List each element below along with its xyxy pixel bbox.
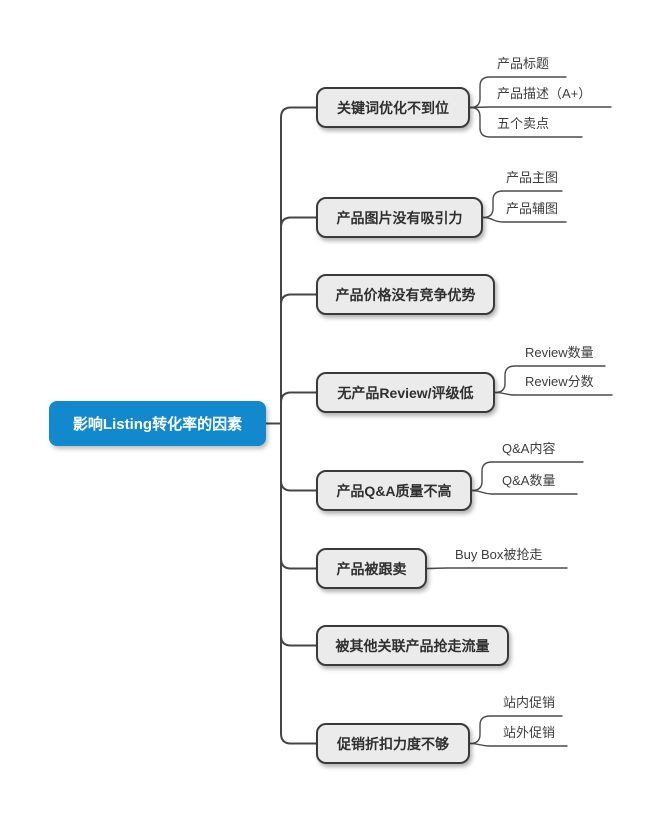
leaf-buybox-lost[interactable]: Buy Box被抢走 <box>455 547 543 562</box>
leaf-qa-count[interactable]: Q&A数量 <box>502 473 556 488</box>
leaf-five-bullet-points[interactable]: 五个卖点 <box>497 116 550 131</box>
branch-hijacked-listing[interactable]: 产品被跟卖 <box>316 548 427 589</box>
branch-qa-quality[interactable]: 产品Q&A质量不高 <box>316 470 472 511</box>
leaf-product-description-aplus[interactable]: 产品描述（A+） <box>497 86 592 101</box>
root-topic-listing-conversion-factors[interactable]: 影响Listing转化率的因素 <box>49 401 266 446</box>
leaf-secondary-images[interactable]: 产品辅图 <box>506 201 559 216</box>
branch-price-competitiveness[interactable]: 产品价格没有竞争优势 <box>316 274 495 315</box>
leaf-offsite-promotion[interactable]: 站外促销 <box>503 725 556 740</box>
branch-review-rating[interactable]: 无产品Review/评级低 <box>316 372 495 413</box>
leaf-product-title[interactable]: 产品标题 <box>497 56 550 71</box>
leaf-review-count[interactable]: Review数量 <box>525 345 594 360</box>
branch-related-products-traffic[interactable]: 被其他关联产品抢走流量 <box>316 625 509 666</box>
branch-product-images[interactable]: 产品图片没有吸引力 <box>316 197 483 238</box>
leaf-onsite-promotion[interactable]: 站内促销 <box>503 695 556 710</box>
leaf-main-image[interactable]: 产品主图 <box>506 170 559 185</box>
branch-promotion-discount[interactable]: 促销折扣力度不够 <box>316 723 470 764</box>
leaf-qa-content[interactable]: Q&A内容 <box>502 441 556 456</box>
leaf-review-score[interactable]: Review分数 <box>525 374 594 389</box>
branch-keyword-optimization[interactable]: 关键词优化不到位 <box>316 87 470 128</box>
